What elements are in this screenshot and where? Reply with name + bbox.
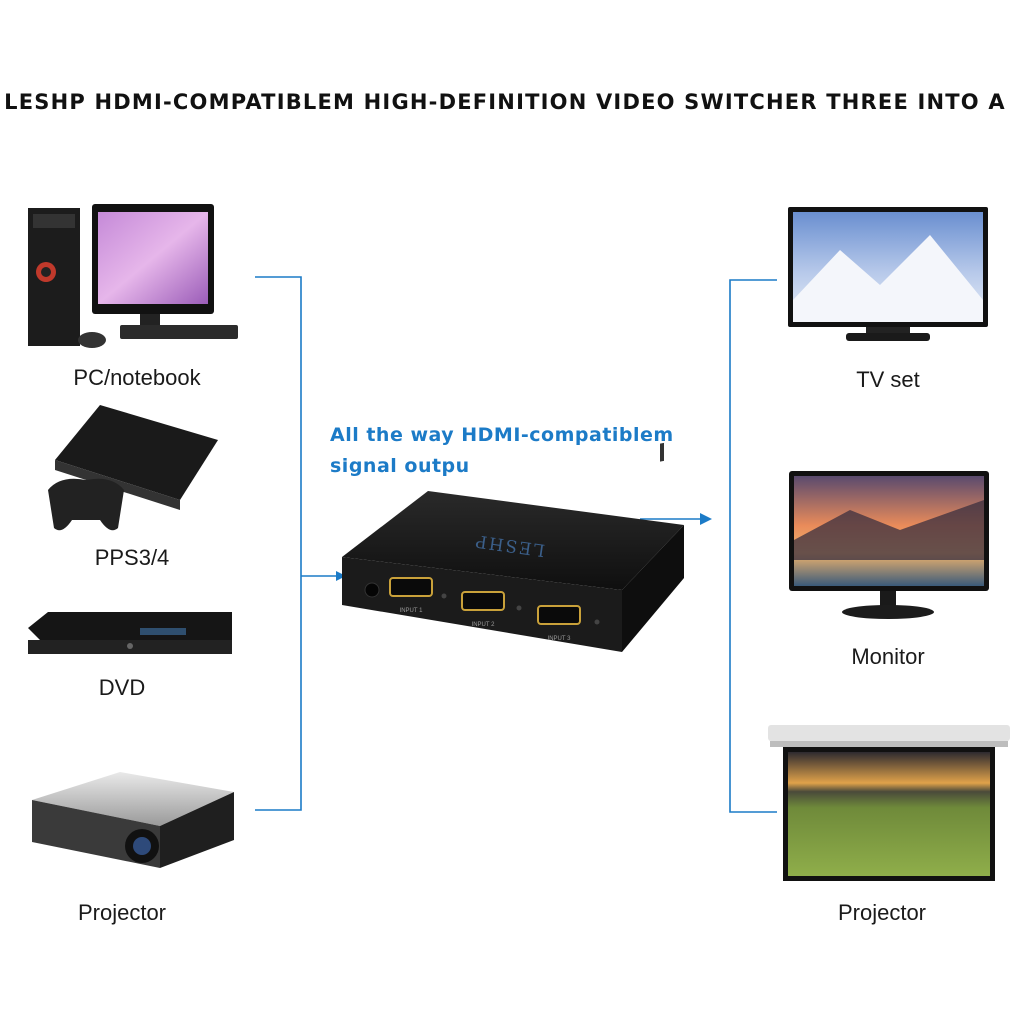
monitor-icon [789, 471, 989, 619]
projector-screen-icon [768, 725, 1010, 881]
signal-caption-line-2: signal outpu [330, 455, 470, 477]
output-label-tv: TV set [856, 367, 920, 392]
projector-icon [32, 772, 234, 868]
dvd-player-icon [28, 612, 232, 654]
signal-caption-line-1: All the way HDMI-compatiblem [330, 424, 674, 446]
input-connector-lines [255, 276, 336, 811]
hdmi-switcher-device [342, 442, 684, 652]
port-label-1: INPUT 1 [400, 608, 424, 614]
pc-notebook-icon [28, 204, 238, 348]
input-arrow-icon [336, 571, 346, 581]
tv-icon [788, 207, 988, 341]
port-label-2: INPUT 2 [472, 622, 496, 628]
output-label-projector: Projector [837, 900, 927, 925]
page-title: LESHP HDMI-COMPATIBLEM HIGH-DEFINITION V… [4, 90, 1006, 114]
input-label-console: PPS3/4 [94, 545, 170, 570]
output-label-monitor: Monitor [851, 644, 925, 669]
input-label-projector: Projector [77, 900, 167, 925]
output-arrow-icon [700, 513, 712, 525]
input-label-dvd: DVD [98, 675, 146, 700]
output-connector-lines [640, 279, 777, 813]
signal-output-caption: All the way HDMI-compatiblem signal outp… [330, 420, 674, 482]
game-console-icon [48, 405, 218, 531]
port-label-3: INPUT 3 [548, 636, 572, 642]
input-label-pc: PC/notebook [73, 365, 201, 390]
